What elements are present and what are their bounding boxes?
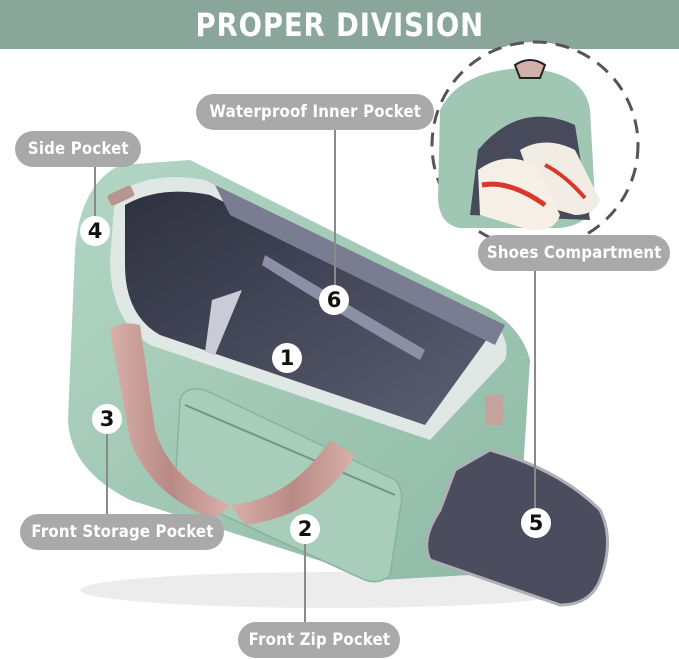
inset-handle-loop [513, 59, 547, 79]
side-tab-right [485, 395, 503, 425]
inset-shoe-stripe-front [481, 181, 547, 208]
divider-strap [205, 290, 242, 355]
callout-number-5: 5 [521, 508, 551, 538]
leader-line-3 [106, 432, 108, 515]
leader-line-2 [304, 542, 306, 622]
handle-right [230, 440, 355, 525]
leader-line-6 [334, 129, 336, 289]
label-text: Side Pocket [27, 139, 129, 159]
bag-shadow [80, 572, 580, 608]
callout-number-1: 1 [272, 343, 302, 373]
callout-number-3: 3 [92, 404, 122, 434]
handle-left [110, 323, 230, 520]
callout-number-6: 6 [319, 285, 349, 315]
lid-lining [215, 185, 505, 345]
label-text: Shoes Compartment [486, 243, 662, 263]
label-front-zip-pocket: Front Zip Pocket [238, 622, 400, 658]
inset-shoe-stripe-back [544, 163, 587, 200]
label-side-pocket: Side Pocket [15, 131, 141, 167]
callout-number-4: 4 [80, 216, 110, 246]
leader-line-5 [534, 270, 536, 510]
inset-shoe-front [478, 158, 560, 231]
label-shoes-compartment: Shoes Compartment [478, 235, 670, 271]
front-zip-line [184, 404, 396, 496]
label-front-storage-pocket: Front Storage Pocket [20, 514, 224, 550]
shoes-compartment-flap [425, 448, 609, 607]
banner-title: PROPER DIVISION [195, 5, 484, 44]
label-text: Front Storage Pocket [30, 522, 214, 542]
label-text: Waterproof Inner Pocket [209, 102, 421, 122]
leader-line-4 [94, 167, 96, 217]
side-tab-left [107, 185, 135, 206]
callout-number-2: 2 [290, 514, 320, 544]
header-banner: PROPER DIVISION [0, 0, 679, 49]
label-waterproof-inner-pocket: Waterproof Inner Pocket [196, 94, 434, 130]
label-text: Front Zip Pocket [248, 630, 390, 650]
main-compartment-lining [125, 191, 490, 425]
